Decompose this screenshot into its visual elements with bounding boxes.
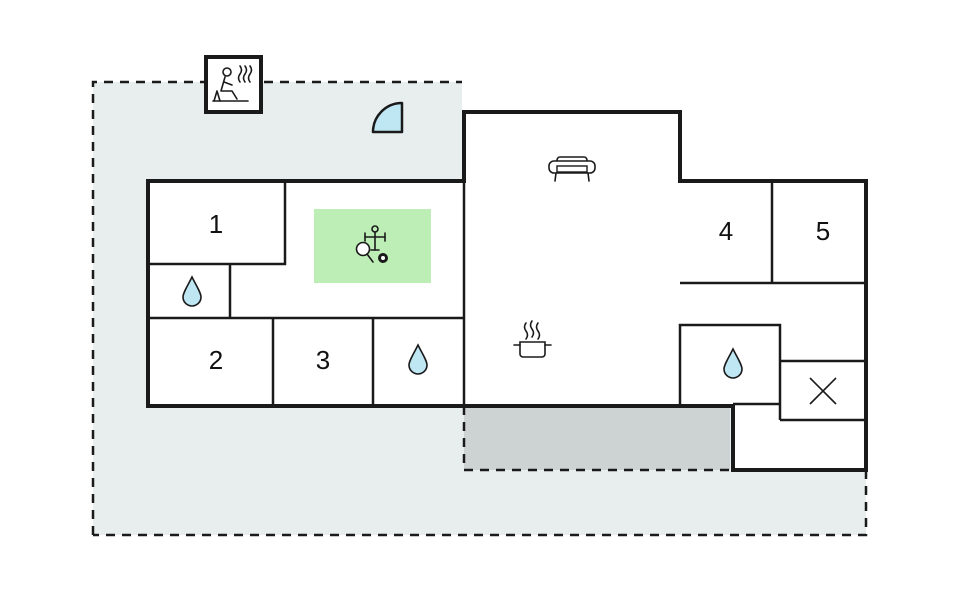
cooking-pot-icon — [513, 320, 552, 358]
room-label-4: 4 — [719, 216, 733, 246]
room-label-2: 2 — [209, 345, 223, 375]
room-label-5: 5 — [816, 216, 830, 246]
house-interior — [148, 112, 866, 470]
cross-icon — [809, 377, 837, 405]
sauna-icon — [204, 55, 263, 114]
plot-boundary — [91, 80, 868, 537]
table-tennis-foosball-billiard-icon — [355, 225, 388, 263]
sofa-icon — [548, 156, 596, 182]
water-drop-icon — [182, 275, 202, 307]
interior-walls — [148, 181, 866, 422]
room-label-3: 3 — [316, 345, 330, 375]
door-icon — [371, 101, 404, 134]
water-drop-icon — [723, 347, 743, 379]
terrace-boundary — [462, 406, 733, 472]
exterior-walls — [146, 110, 868, 472]
activity-area — [314, 209, 431, 283]
room-label-1: 1 — [209, 209, 223, 239]
covered-terrace — [464, 406, 730, 470]
water-drop-icon — [408, 343, 428, 375]
